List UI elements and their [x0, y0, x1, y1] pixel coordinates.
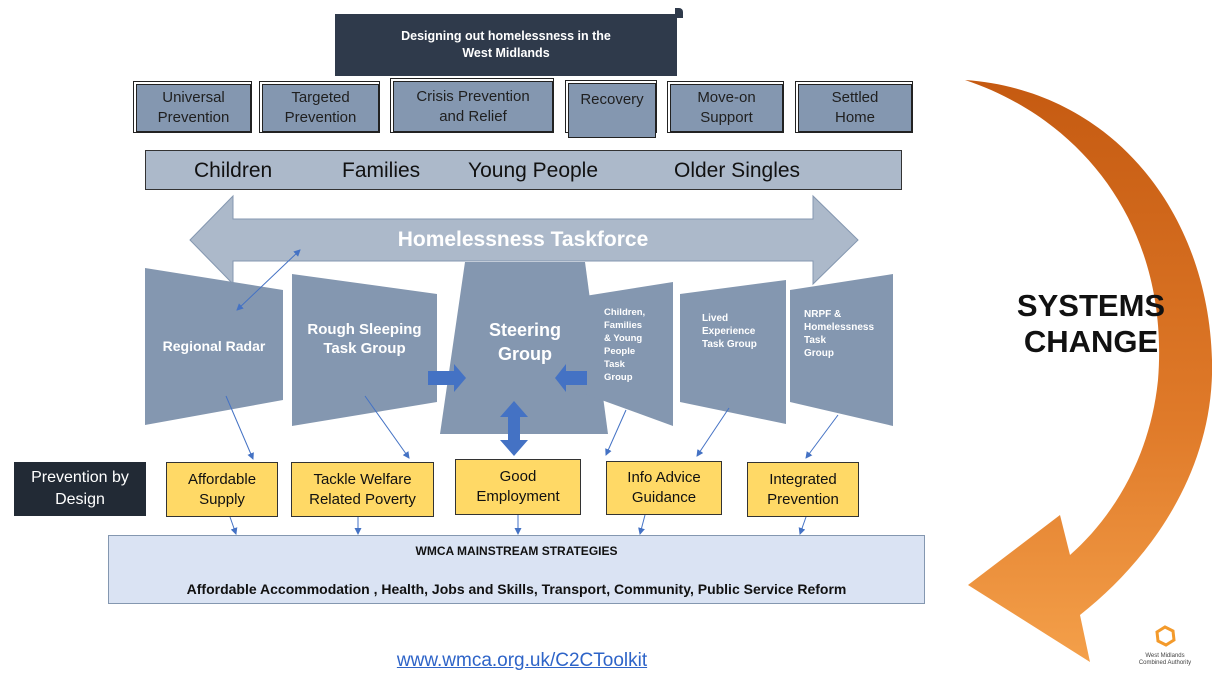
stage-label-line1: Universal — [162, 89, 225, 106]
stage-label-line2: and Relief — [439, 107, 507, 125]
stage-label-line2: Prevention — [157, 109, 230, 126]
stage-label-line1: Recovery — [580, 91, 644, 108]
title-line-2: West Midlands — [462, 46, 550, 60]
steering-vertical-double-arrow — [500, 401, 528, 456]
strategies-title: WMCA MAINSTREAM STRATEGIES — [415, 544, 618, 558]
regional-radar-label: Regional Radar — [162, 338, 266, 354]
systems-change-curved-arrow — [965, 80, 1212, 662]
stage-universal-prevention: Universal Prevention — [133, 81, 252, 133]
stage-label-line2: Prevention — [284, 109, 357, 126]
population-families: Families — [342, 159, 421, 182]
population-young-people: Young People — [468, 159, 599, 182]
stage-crisis-prevention: Crisis Prevention and Relief — [390, 78, 554, 133]
outcome-good-employment: Good Employment — [455, 459, 581, 515]
stage-label-line1: Crisis Prevention — [416, 87, 530, 105]
population-older-singles: Older Singles — [674, 159, 801, 182]
stage-label-line1: Targeted — [291, 89, 350, 106]
population-band: Children Families Young People Older Sin… — [145, 150, 902, 190]
outcome-affordable-supply: Affordable Supply — [166, 462, 278, 517]
wmca-logo-icon — [1155, 625, 1176, 647]
rough-sleeping-label: Rough Sleeping Task Group — [307, 321, 422, 357]
children-to-info — [605, 409, 627, 456]
lived-experience-group-label: Lived Experience Task Group — [702, 313, 757, 350]
affordable-to-strategies — [229, 516, 238, 535]
rough-to-welfare — [364, 395, 410, 459]
stage-targeted-prevention: Targeted Prevention — [259, 81, 380, 133]
diagram-title-banner: Designing out homelessness in the West M… — [335, 8, 683, 76]
steering-group-label: Steering Group — [488, 320, 562, 364]
prevention-by-design-label: Prevention by Design — [14, 462, 146, 516]
stage-label-line2: Support — [700, 109, 753, 126]
lived-to-info — [696, 407, 730, 457]
outcome-integrated-prevention: Integrated Prevention — [747, 462, 859, 517]
taskforce-label: Homelessness Taskforce — [397, 228, 649, 251]
population-children: Children — [194, 159, 273, 182]
nrpf-group-label: NRPF & Homelessness Task Group — [804, 309, 875, 359]
children-families-group-label: Children, Families & Young People Task G… — [604, 307, 646, 383]
rough-sleeping-shape — [292, 274, 437, 426]
stage-label-line1: Move-on — [697, 89, 756, 106]
stage-label-line1: Settled — [831, 89, 879, 106]
taskforce-double-arrow — [189, 194, 859, 286]
outcome-tackle-welfare: Tackle Welfare Related Poverty — [291, 462, 434, 517]
mainstream-strategies-box: WMCA MAINSTREAM STRATEGIES Affordable Ac… — [108, 535, 925, 604]
title-line-1: Designing out homelessness in the — [401, 29, 611, 43]
wmca-logo-text: West Midlands Combined Authority — [1138, 653, 1192, 666]
arrow-into-steering-left — [428, 364, 466, 392]
arrow-into-steering-right — [555, 364, 587, 392]
radar-to-affordable — [225, 395, 254, 460]
lived-experience-shape — [680, 280, 786, 424]
children-families-shape — [585, 282, 673, 426]
nrpf-to-integrated — [805, 414, 839, 459]
info-to-strategies — [638, 514, 646, 535]
stage-settled-home: Settled Home — [795, 81, 913, 133]
outcome-info-advice: Info Advice Guidance — [606, 461, 722, 515]
stage-recovery: Recovery — [565, 80, 657, 138]
toolkit-link[interactable]: www.wmca.org.uk/C2CToolkit — [396, 650, 648, 671]
strategies-list: Affordable Accommodation , Health, Jobs … — [186, 581, 847, 597]
integrated-to-strategies — [798, 516, 807, 535]
stage-move-on-support: Move-on Support — [667, 81, 784, 133]
systems-change-label: SYSTEMS CHANGE — [1016, 288, 1166, 359]
nrpf-shape — [790, 274, 893, 426]
stage-label-line2: Home — [834, 109, 875, 126]
regional-radar-link — [236, 249, 301, 311]
